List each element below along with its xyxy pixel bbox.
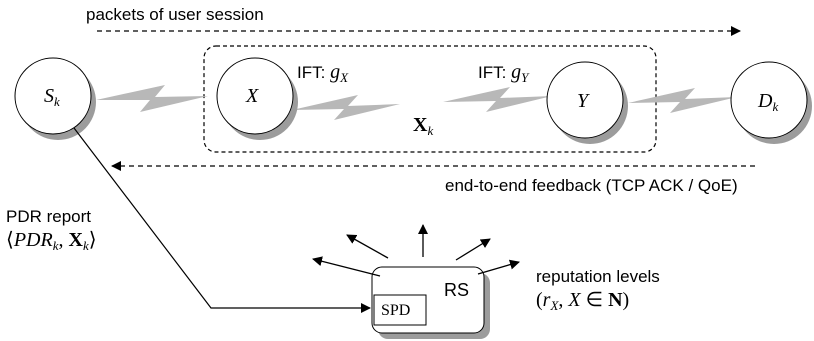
- node-y-label: Y: [577, 91, 588, 111]
- ift-x-sub: X: [340, 70, 349, 85]
- spd-label: SPD: [381, 302, 411, 319]
- rep-separator: ,: [558, 289, 569, 311]
- broadcast-arrow: [477, 259, 520, 275]
- broadcast-arrow: [312, 256, 381, 277]
- dest-symbol: D: [758, 90, 773, 112]
- pdr-open: ⟨: [6, 229, 14, 251]
- ift-x-prefix: IFT:: [297, 63, 331, 82]
- broadcast-arrow: [455, 238, 491, 261]
- rep-set-symbol: N: [608, 289, 623, 311]
- rep-x-symbol: X: [568, 289, 581, 311]
- feedback-label: end-to-end feedback (TCP ACK / QoE): [445, 176, 738, 195]
- rep-element-of: ∈: [580, 289, 609, 311]
- ift-y-prefix: IFT:: [478, 63, 512, 82]
- rep-r-symbol: r: [542, 289, 551, 311]
- rs-label: RS: [444, 280, 470, 300]
- rep-r-subscript: X: [550, 298, 559, 313]
- pdr-report-title: PDR report: [6, 207, 92, 226]
- session-packets-label: packets of user session: [86, 5, 264, 24]
- pdr-report-tuple: ⟨PDRk, Xk⟩: [6, 230, 97, 252]
- node-x: [216, 57, 294, 135]
- rep-open: (: [536, 289, 543, 311]
- path-vector-label: Xk: [413, 115, 433, 137]
- pdr-separator: ,: [58, 229, 69, 251]
- node-y: [546, 61, 624, 139]
- dest-subscript: k: [772, 99, 779, 114]
- ift-y-g: g: [511, 61, 522, 83]
- wireless-link-s-x: [96, 85, 208, 112]
- ift-x-g: g: [330, 61, 341, 83]
- ift-y-symbol: gY: [511, 61, 529, 85]
- broadcast-arrow: [346, 234, 389, 259]
- rep-close: ): [622, 289, 630, 311]
- wireless-link-x-mid: [292, 95, 400, 120]
- wireless-link-mid-y: [443, 87, 552, 112]
- x-symbol: X: [246, 85, 259, 107]
- pdr-vector-subscript: k: [82, 238, 89, 253]
- node-source-label: Sk: [44, 86, 60, 108]
- path-vector-symbol: X: [413, 114, 428, 136]
- ift-x-symbol: gX: [330, 61, 349, 85]
- ift-y-label: IFT: gY: [478, 62, 528, 84]
- path-vector-subscript: k: [427, 123, 434, 138]
- node-x-label: X: [246, 86, 258, 106]
- spd-box: [373, 294, 427, 326]
- pdr-report-path: [73, 127, 371, 313]
- node-source: [14, 57, 92, 135]
- pdr-symbol: PDR: [13, 229, 53, 251]
- node-dest: [730, 61, 808, 139]
- node-dest-label: Dk: [758, 91, 778, 113]
- ift-y-sub: Y: [521, 70, 529, 85]
- source-symbol: S: [44, 85, 54, 107]
- source-subscript: k: [54, 94, 60, 109]
- pdr-vector-symbol: X: [68, 229, 83, 251]
- pdr-close: ⟩: [88, 229, 97, 251]
- relay-group-box: [203, 45, 657, 153]
- wireless-link-y-d: [628, 88, 737, 113]
- ift-x-label: IFT: gX: [297, 62, 348, 84]
- reputation-title: reputation levels: [536, 267, 660, 286]
- pdr-subscript: k: [52, 238, 59, 253]
- reputation-tuple: (rX, X ∈ N): [536, 290, 629, 312]
- y-symbol: Y: [577, 90, 589, 112]
